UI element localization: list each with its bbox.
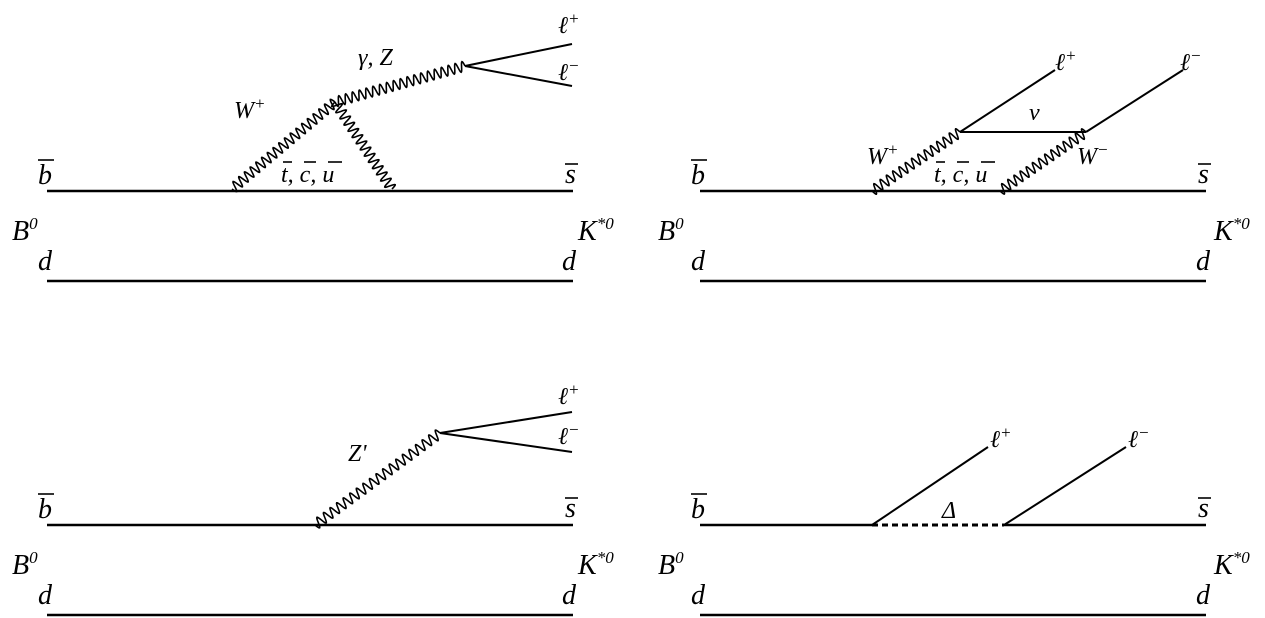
b-bar-label: b bbox=[38, 160, 52, 191]
w-minus-label: W− bbox=[1077, 140, 1108, 170]
b0-label: B0 bbox=[12, 214, 38, 247]
zprime-propagator bbox=[314, 429, 441, 529]
d-label-left: d bbox=[38, 580, 53, 611]
lepton-minus-label: ℓ− bbox=[1128, 423, 1149, 453]
w-plus-propagator bbox=[871, 128, 961, 195]
b0-label: B0 bbox=[12, 548, 38, 581]
d-label-left: d bbox=[691, 580, 706, 611]
s-bar-label: s bbox=[565, 159, 576, 190]
b-bar-label: b bbox=[691, 160, 705, 191]
kstar0-label: K*0 bbox=[577, 548, 614, 581]
lepton-plus-line bbox=[439, 411, 573, 434]
lepton-plus-label: ℓ+ bbox=[558, 380, 579, 410]
panel-zprime: b s B0 K*0 d d Z' ℓ+ ℓ− bbox=[12, 380, 614, 617]
lepton-plus-line bbox=[871, 446, 989, 526]
kstar0-label: K*0 bbox=[1213, 548, 1250, 581]
w-loop-left bbox=[231, 98, 336, 193]
panel-box: b s B0 K*0 d d W+ W− t, c, u ν ℓ+ ℓ− bbox=[658, 46, 1250, 283]
lepton-minus-line bbox=[464, 65, 573, 87]
panel-leptoquark: b s B0 K*0 d d Δ ℓ+ ℓ− bbox=[658, 423, 1250, 617]
b-bar-label: b bbox=[691, 494, 705, 525]
kstar0-label: K*0 bbox=[577, 214, 614, 247]
s-bar-label: s bbox=[1198, 159, 1209, 190]
lepton-plus-line bbox=[959, 69, 1056, 133]
w-loop-right bbox=[330, 101, 397, 190]
d-label-right: d bbox=[1196, 580, 1211, 611]
lepton-minus-line bbox=[439, 432, 573, 453]
b-bar-label: b bbox=[38, 494, 52, 525]
neutrino-label: ν bbox=[1029, 100, 1040, 126]
s-bar-label: s bbox=[1198, 493, 1209, 524]
delta-label: Δ bbox=[941, 498, 956, 524]
b0-label: B0 bbox=[658, 214, 684, 247]
panel-penguin: b s B0 K*0 d d W+ γ, Z t, c, u ℓ+ ℓ− bbox=[12, 9, 614, 283]
lepton-plus-label: ℓ+ bbox=[1055, 46, 1076, 76]
d-label-right: d bbox=[562, 580, 577, 611]
lepton-minus-line bbox=[1003, 446, 1127, 526]
w-plus-label: W+ bbox=[867, 140, 898, 170]
w-plus-label: W+ bbox=[234, 94, 265, 124]
internal-quarks-label: t, c, u bbox=[281, 162, 334, 188]
lepton-plus-label: ℓ+ bbox=[558, 9, 579, 39]
w-minus-propagator bbox=[999, 128, 1087, 195]
s-bar-label: s bbox=[565, 493, 576, 524]
zprime-label: Z' bbox=[348, 441, 367, 467]
d-label-right: d bbox=[562, 246, 577, 277]
b0-label: B0 bbox=[658, 548, 684, 581]
lepton-plus-label: ℓ+ bbox=[990, 423, 1011, 453]
gamma-z-label: γ, Z bbox=[358, 45, 393, 71]
lepton-minus-label: ℓ− bbox=[558, 420, 579, 450]
d-label-left: d bbox=[691, 246, 706, 277]
gamma-z-propagator bbox=[334, 60, 466, 108]
internal-quarks-label: t, c, u bbox=[934, 162, 987, 188]
lepton-minus-label: ℓ− bbox=[558, 56, 579, 86]
lepton-minus-label: ℓ− bbox=[1180, 46, 1201, 76]
d-label-left: d bbox=[38, 246, 53, 277]
lepton-minus-line bbox=[1085, 69, 1184, 133]
lepton-plus-line bbox=[464, 43, 573, 67]
kstar0-label: K*0 bbox=[1213, 214, 1250, 247]
d-label-right: d bbox=[1196, 246, 1211, 277]
